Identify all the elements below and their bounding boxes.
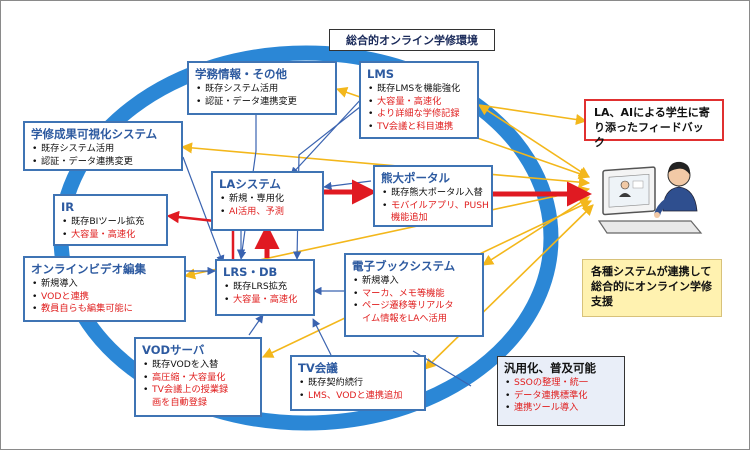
blue-arrow-lms-la bbox=[290, 96, 364, 176]
bullet-item: 新規導入 bbox=[352, 275, 476, 288]
teacher-body bbox=[619, 193, 631, 197]
student-body bbox=[662, 186, 698, 212]
box-ebook-title: 電子ブックシステム bbox=[352, 259, 456, 273]
teacher-head bbox=[620, 180, 630, 190]
box-ir-list: 既存BIツール拡充大容量・高速化 bbox=[61, 216, 160, 241]
box-lrs-list: 既存LRS拡充大容量・高速化 bbox=[223, 281, 307, 306]
bullet-item: 既存システム活用 bbox=[195, 83, 329, 96]
bullet-item: 新規導入 bbox=[31, 278, 178, 291]
laptop-base bbox=[597, 220, 703, 234]
blue-arrow-tv-lrs bbox=[312, 318, 332, 356]
box-vod-title: VODサーバ bbox=[142, 343, 205, 357]
bullet-item: 既存熊大ポータル入替 bbox=[381, 187, 485, 200]
box-ir: IR 既存BIツール拡充大容量・高速化 bbox=[53, 194, 168, 246]
bullet-item: 既存VODを入替 bbox=[142, 359, 254, 372]
bullet-item: データ連携標準化 bbox=[504, 390, 618, 403]
bullet-item: TV会議と科目連携 bbox=[367, 121, 471, 134]
bullet-item: 認証・データ連携変更 bbox=[195, 96, 329, 109]
box-ebook: 電子ブックシステム 新規導入マーカ、メモ等機能ページ遷移等リアルタイム情報をLA… bbox=[344, 253, 484, 337]
bullet-item: 連携ツール導入 bbox=[504, 402, 618, 415]
integration-note: 各種システムが連携して総合的にオンライン学修支援 bbox=[582, 259, 722, 317]
bullet-item: 既存契約続行 bbox=[298, 377, 418, 390]
bullet-item: SSOの整理・統一 bbox=[504, 377, 618, 390]
box-seika-title: 学修成果可視化システム bbox=[31, 127, 158, 141]
box-gakumu-title: 学務情報・その他 bbox=[195, 67, 287, 81]
blue-arrow-portal-la bbox=[323, 180, 372, 191]
screen-board bbox=[632, 180, 644, 189]
bullet-item: VODと連携 bbox=[31, 291, 178, 304]
box-lms: LMS 既存LMSを機能強化大容量・高速化より詳細な学修記録TV会議と科目連携 bbox=[359, 61, 479, 139]
student-hair bbox=[668, 161, 691, 175]
feedback-note: LA、AIによる学生に寄り添ったフィードバック bbox=[584, 99, 724, 149]
box-lms-title: LMS bbox=[367, 67, 395, 81]
box-seika-list: 既存システム活用認証・データ連携変更 bbox=[31, 143, 175, 168]
bullet-item: モバイルアプリ、PUSH bbox=[381, 200, 489, 213]
box-portal-title: 熊大ポータル bbox=[381, 171, 450, 185]
bullet-item: 高圧縮・大容量化 bbox=[142, 372, 254, 385]
box-gakumu-list: 既存システム活用認証・データ連携変更 bbox=[195, 83, 329, 108]
box-la-title: LAシステム bbox=[219, 177, 281, 191]
blue-arrow-vod-lrs bbox=[248, 314, 264, 336]
bullet-item: ページ遷移等リアルタ bbox=[352, 300, 476, 313]
box-vod-list: 既存VODを入替高圧縮・大容量化TV会議上の授業録画を自動登録 bbox=[142, 359, 254, 409]
bullet-item: 既存システム活用 bbox=[31, 143, 175, 156]
box-general: 汎用化、普及可能 SSOの整理・統一データ連携標準化連携ツール導入 bbox=[497, 356, 625, 426]
box-vod: VODサーバ 既存VODを入替高圧縮・大容量化TV会議上の授業録画を自動登録 bbox=[134, 337, 262, 417]
box-video: オンラインビデオ編集 新規導入VODと連携教員自らも編集可能に bbox=[23, 256, 186, 322]
bullet-item: LMS、VODと連携追加 bbox=[298, 390, 418, 403]
bullet-item: 大容量・高速化 bbox=[223, 294, 307, 307]
box-la-list: 新規・専用化AI活用、予測 bbox=[219, 193, 316, 218]
bullet-item: イム情報をLAへ活用 bbox=[362, 312, 447, 324]
box-general-list: SSOの整理・統一データ連携標準化連携ツール導入 bbox=[504, 377, 618, 415]
box-video-list: 新規導入VODと連携教員自らも編集可能に bbox=[31, 278, 178, 316]
box-lrs: LRS・DB 既存LRS拡充大容量・高速化 bbox=[215, 259, 315, 316]
bullet-item: 既存LRS拡充 bbox=[223, 281, 307, 294]
diagram-title: 総合的オンライン学修環境 bbox=[329, 29, 495, 51]
student-hand bbox=[654, 212, 660, 218]
bullet-item: 既存BIツール拡充 bbox=[61, 216, 160, 229]
bullet-item: マーカ、メモ等機能 bbox=[352, 288, 476, 301]
box-general-title: 汎用化、普及可能 bbox=[504, 361, 596, 375]
bullet-item: 大容量・高速化 bbox=[61, 229, 160, 242]
box-ir-title: IR bbox=[61, 200, 75, 214]
box-seika: 学修成果可視化システム 既存システム活用認証・データ連携変更 bbox=[23, 121, 183, 171]
bullet-item: 画を自動登録 bbox=[152, 396, 208, 408]
box-ebook-list: 新規導入マーカ、メモ等機能ページ遷移等リアルタイム情報をLAへ活用 bbox=[352, 275, 476, 325]
bullet-item: TV会議上の授業録 bbox=[142, 384, 254, 397]
bullet-item: 教員自らも編集可能に bbox=[31, 303, 178, 316]
box-tv-list: 既存契約続行LMS、VODと連携追加 bbox=[298, 377, 418, 402]
box-tv-title: TV会議 bbox=[298, 361, 338, 375]
bullet-item: 認証・データ連携変更 bbox=[31, 156, 175, 169]
box-tv: TV会議 既存契約続行LMS、VODと連携追加 bbox=[290, 355, 426, 411]
blue-arrow-seika-lrs bbox=[182, 156, 225, 264]
box-gakumu: 学務情報・その他 既存システム活用認証・データ連携変更 bbox=[187, 61, 337, 115]
yellow-arrow-ebook bbox=[482, 196, 590, 266]
bullet-item: 大容量・高速化 bbox=[367, 96, 471, 109]
box-lrs-title: LRS・DB bbox=[223, 265, 278, 279]
bullet-item: 機能追加 bbox=[391, 212, 428, 224]
bullet-item: 新規・専用化 bbox=[219, 193, 316, 206]
box-video-title: オンラインビデオ編集 bbox=[31, 262, 146, 276]
student-laptop-illustration bbox=[597, 161, 703, 234]
bullet-item: 既存LMSを機能強化 bbox=[367, 83, 471, 96]
box-lms-list: 既存LMSを機能強化大容量・高速化より詳細な学修記録TV会議と科目連携 bbox=[367, 83, 471, 133]
bullet-item: より詳細な学修記録 bbox=[367, 108, 471, 121]
screen-content bbox=[608, 174, 650, 208]
bullet-item: AI活用、予測 bbox=[219, 206, 316, 219]
box-la: LAシステム 新規・専用化AI活用、予測 bbox=[211, 171, 324, 231]
yellow-arrow-tv bbox=[424, 204, 594, 370]
